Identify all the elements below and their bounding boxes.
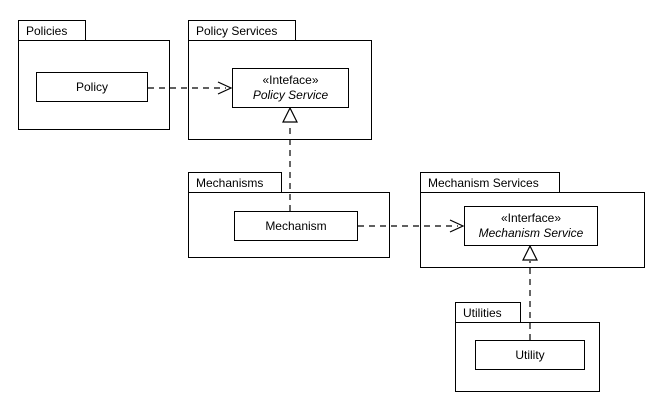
class-utility-label: Utility [515,347,545,362]
class-policy-label: Policy [75,79,108,94]
class-policy[interactable]: Policy [36,72,148,102]
interface-mechanism-service-stereotype: «Interface» [500,211,562,225]
interface-mechanism-service[interactable]: «Interface» Mechanism Service [464,206,598,246]
interface-policy-service-stereotype: «Inteface» [262,73,319,87]
class-mechanism[interactable]: Mechanism [234,211,358,241]
interface-policy-service[interactable]: «Inteface» Policy Service [232,68,349,108]
interface-mechanism-service-label: Mechanism Service [478,226,584,240]
package-policies-tab-label: Policies [18,20,86,41]
package-mechanism-services-tab-label: Mechanism Services [420,172,560,193]
package-policy-services-tab-label: Policy Services [188,20,296,41]
interface-policy-service-label: Policy Service [252,88,329,102]
class-mechanism-label: Mechanism [265,218,327,233]
class-utility[interactable]: Utility [475,340,585,370]
package-mechanisms-tab-label: Mechanisms [188,172,282,193]
package-utilities-tab-label: Utilities [455,302,521,323]
